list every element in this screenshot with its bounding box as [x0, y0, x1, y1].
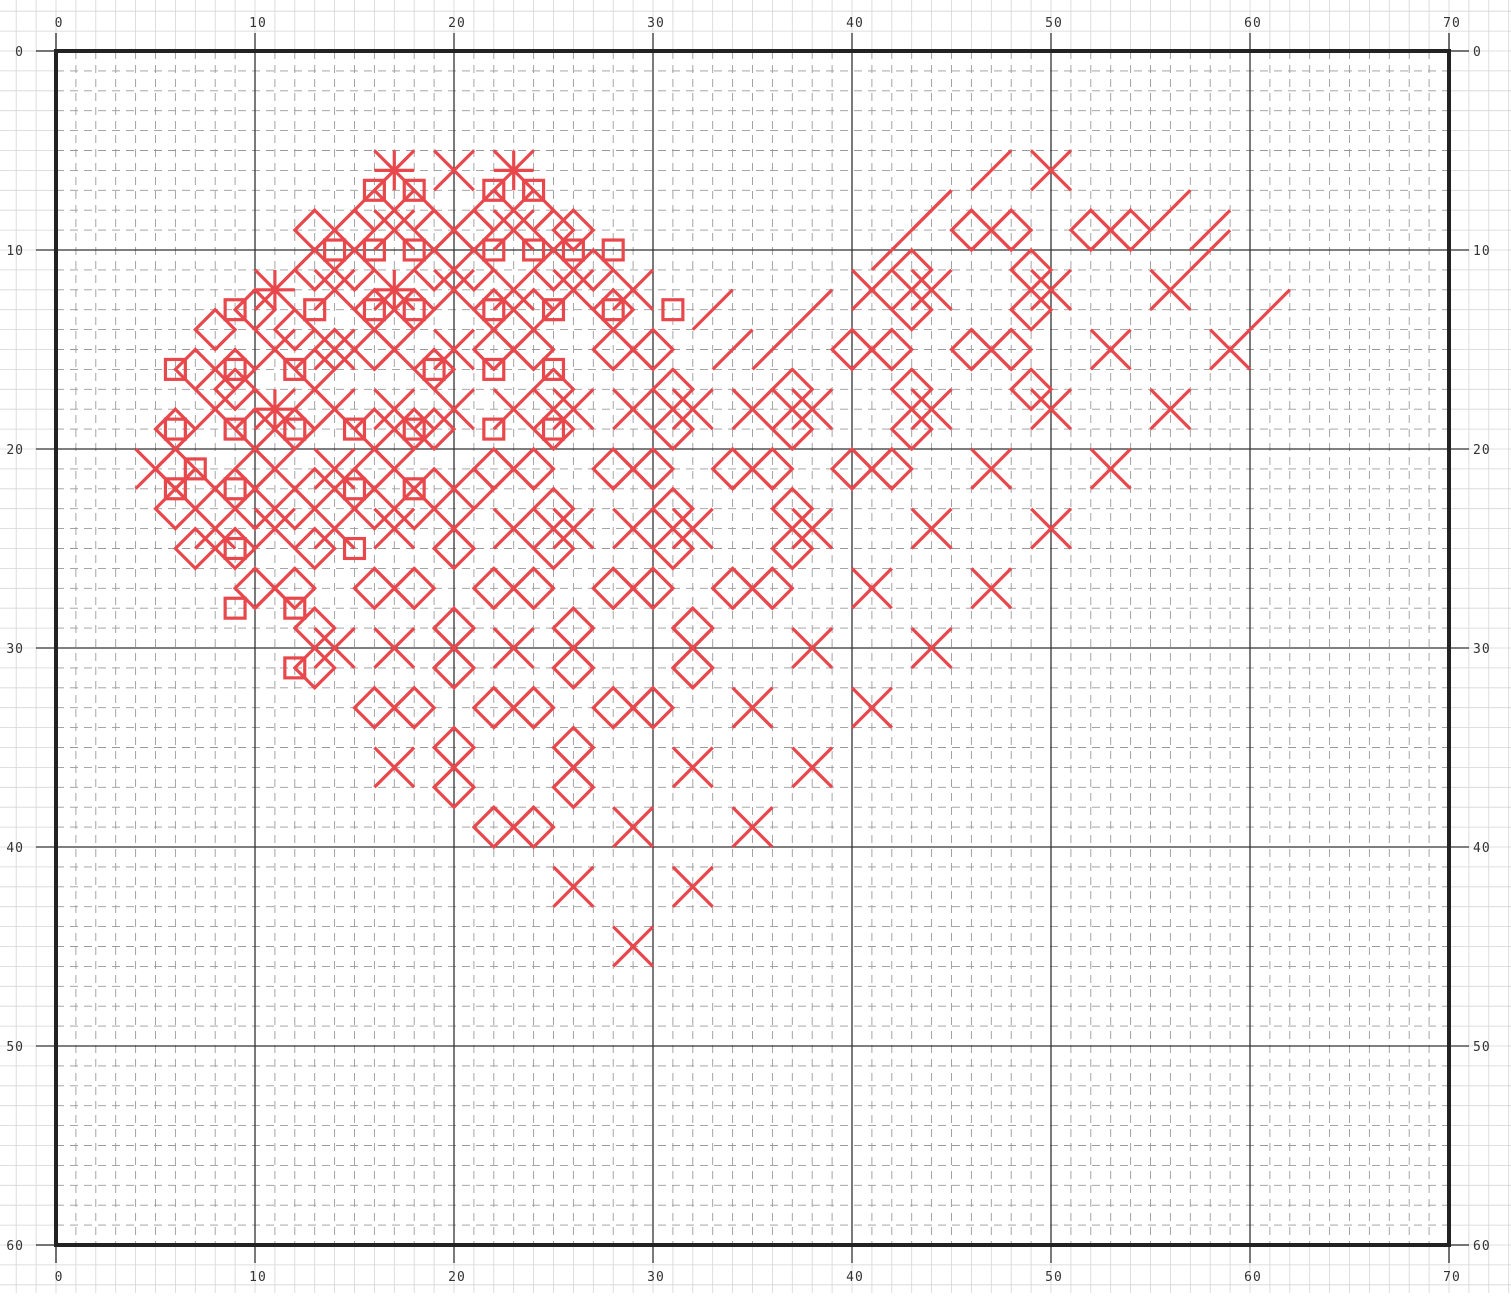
- col-label: 40: [846, 1270, 864, 1285]
- col-label: 0: [55, 16, 64, 31]
- row-label-right: 30: [1473, 642, 1491, 657]
- col-label: 20: [448, 16, 466, 31]
- col-label: 60: [1244, 1270, 1262, 1285]
- col-label: 30: [647, 1270, 665, 1285]
- col-label: 10: [249, 16, 267, 31]
- row-label-right: 0: [1473, 45, 1482, 60]
- row-label-left: 50: [6, 1040, 24, 1055]
- row-label-left: 60: [6, 1239, 24, 1254]
- row-label-right: 60: [1473, 1239, 1491, 1254]
- row-label-right: 10: [1473, 244, 1491, 259]
- row-label-left: 40: [6, 841, 24, 856]
- row-label-left: 0: [15, 45, 24, 60]
- row-label-left: 20: [6, 443, 24, 458]
- col-label: 50: [1045, 1270, 1063, 1285]
- row-label-left: 10: [6, 244, 24, 259]
- col-label: 70: [1443, 16, 1461, 31]
- col-label: 50: [1045, 16, 1063, 31]
- col-label: 30: [647, 16, 665, 31]
- row-label-left: 30: [6, 642, 24, 657]
- row-label-right: 40: [1473, 841, 1491, 856]
- col-label: 40: [846, 16, 864, 31]
- col-label: 60: [1244, 16, 1262, 31]
- col-label: 20: [448, 1270, 466, 1285]
- col-label: 10: [249, 1270, 267, 1285]
- col-label: 70: [1443, 1270, 1461, 1285]
- row-label-right: 50: [1473, 1040, 1491, 1055]
- col-label: 0: [55, 1270, 64, 1285]
- row-label-right: 20: [1473, 443, 1491, 458]
